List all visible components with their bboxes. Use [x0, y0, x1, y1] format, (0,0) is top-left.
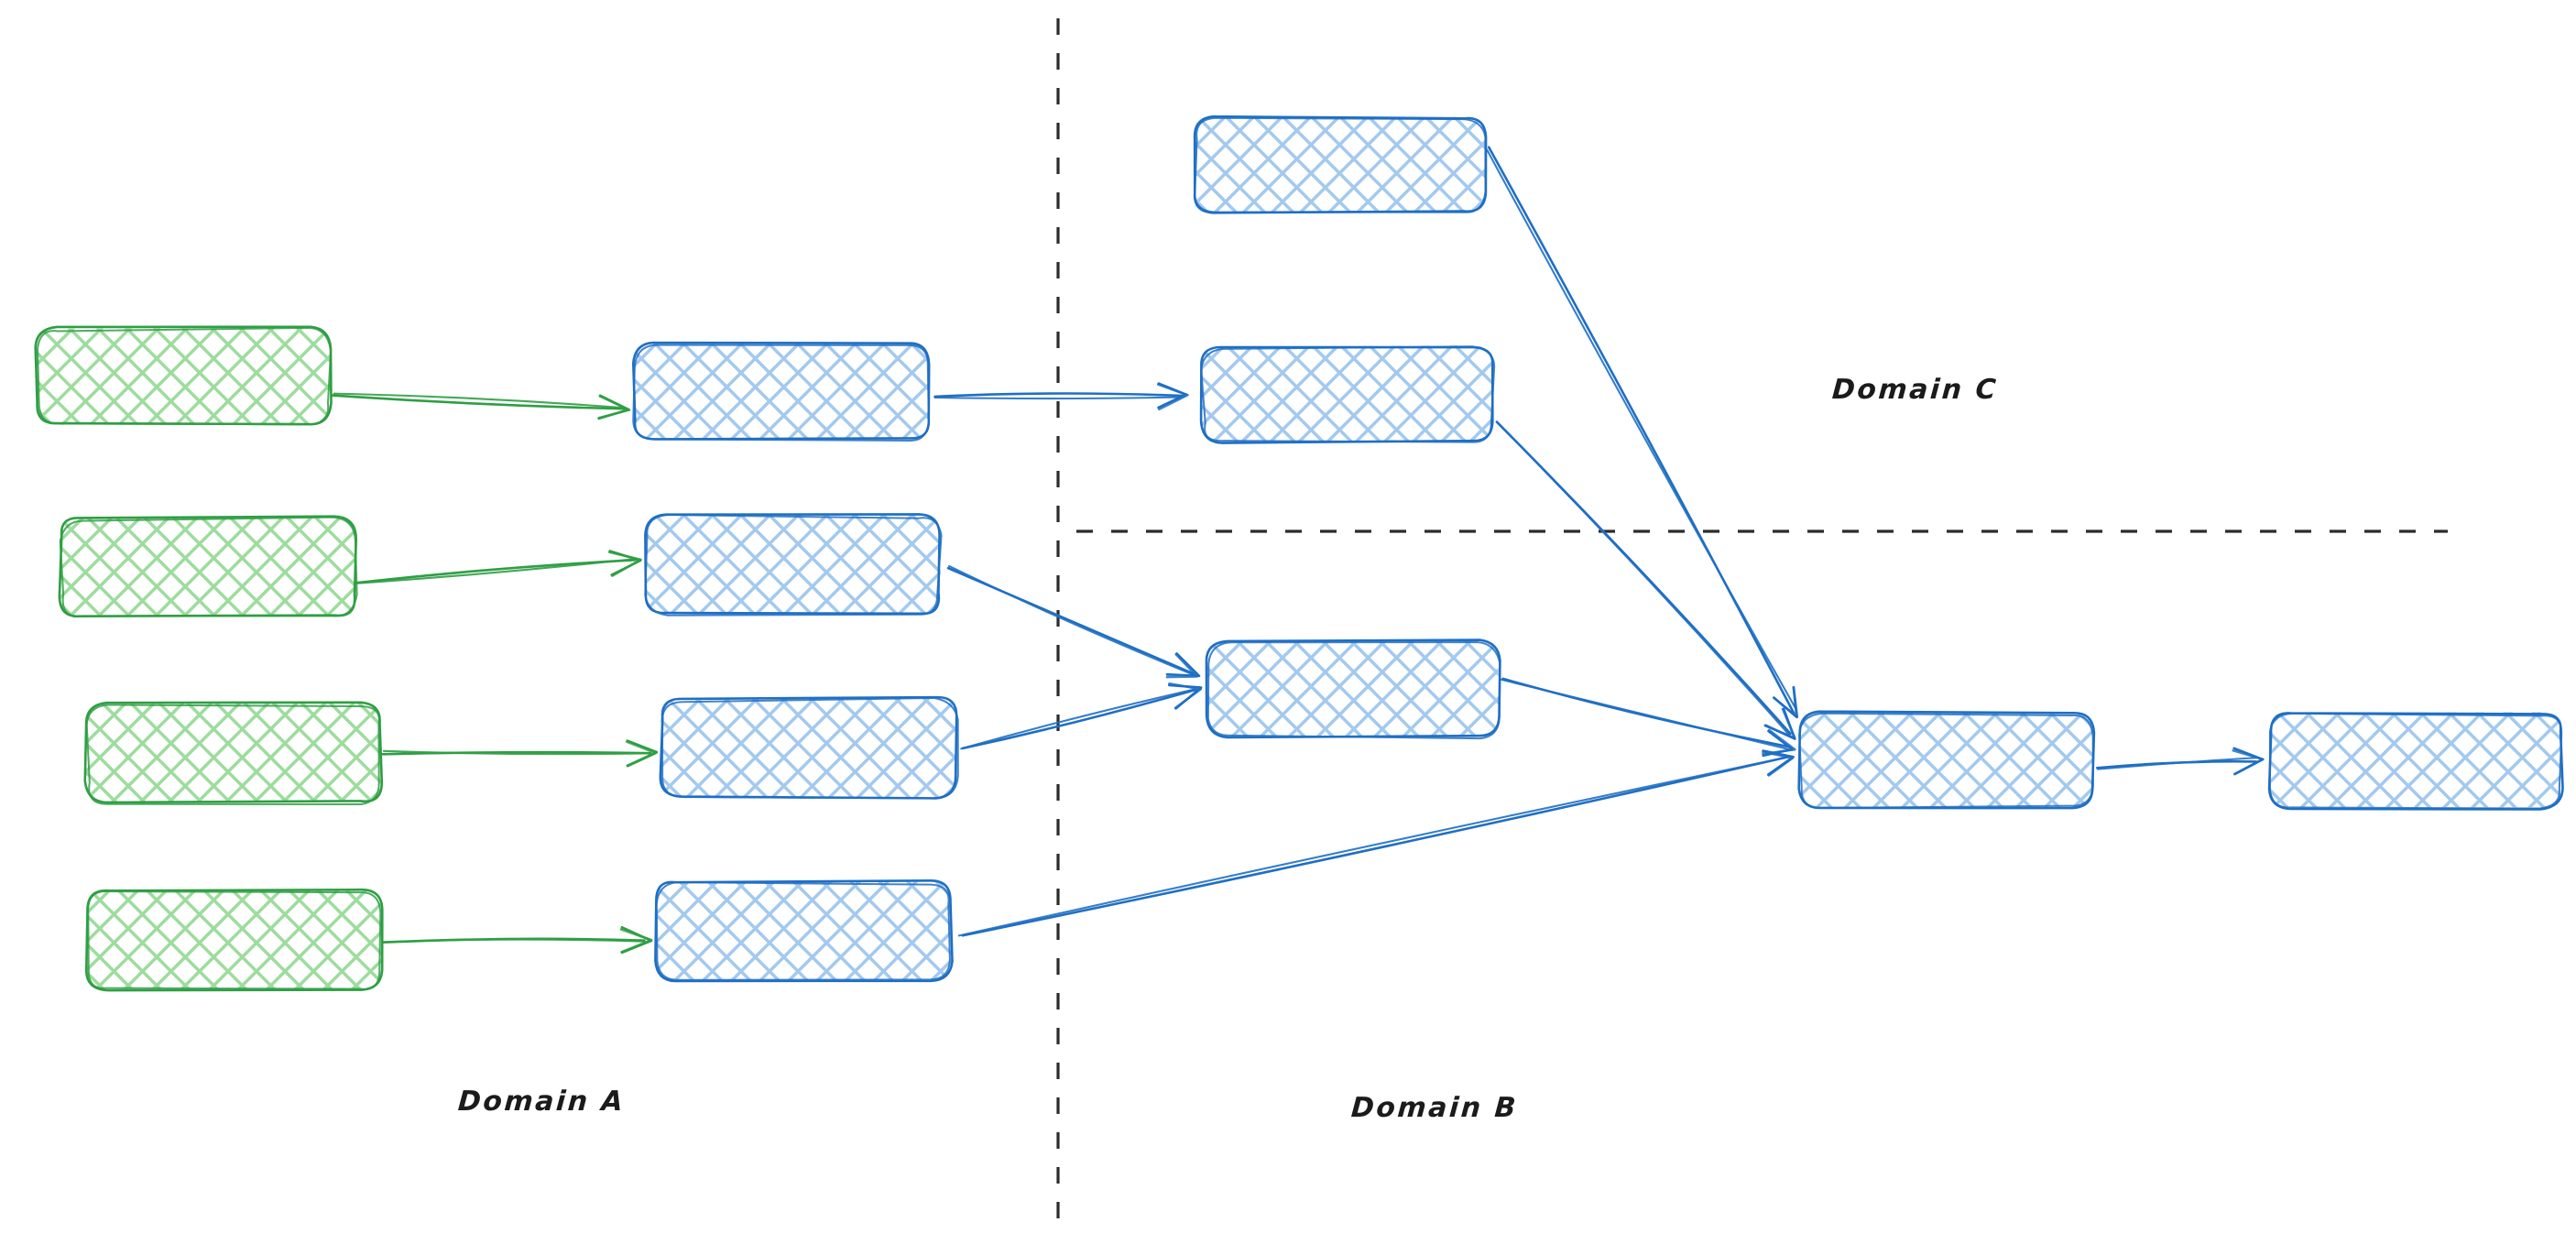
- edge-e-b4-d1: [957, 749, 1795, 937]
- edge-arrowhead: [619, 928, 653, 954]
- node-fill: [36, 327, 332, 425]
- edge-line-2: [355, 558, 636, 584]
- node-outline-1: [631, 341, 931, 441]
- edge-line-2: [1486, 148, 1798, 712]
- node-b1[interactable]: [631, 341, 931, 442]
- node-outline-2: [1798, 712, 2094, 809]
- edge-line-2: [957, 756, 1790, 937]
- node-a3[interactable]: [83, 701, 384, 806]
- edge-arrowhead: [1165, 652, 1198, 679]
- node-c3[interactable]: [1205, 638, 1501, 740]
- label-domain-b: Domain B: [1349, 1092, 1520, 1124]
- node-a4[interactable]: [84, 888, 384, 992]
- label-domain-c: Domain C: [1830, 374, 2000, 406]
- node-outline-2: [655, 881, 951, 981]
- node-b4[interactable]: [654, 879, 954, 983]
- edge-e-b3-c3: [960, 682, 1203, 750]
- edge-arrowhead: [1157, 383, 1189, 410]
- edge-e-c2-d1: [1495, 420, 1796, 740]
- edge-arrowhead: [607, 551, 642, 577]
- edge-arrowhead: [1773, 685, 1799, 719]
- node-fill: [85, 703, 383, 803]
- node-outline-2: [2268, 712, 2563, 810]
- edge-arrowhead: [2232, 748, 2265, 776]
- node-fill: [1798, 712, 2094, 809]
- node-fill: [1195, 116, 1485, 213]
- node-d1[interactable]: [1797, 710, 2096, 810]
- node-outline-2: [85, 704, 380, 806]
- edge-line: [961, 756, 1789, 937]
- node-a1[interactable]: [34, 325, 333, 426]
- node-outline-2: [1200, 345, 1496, 443]
- node-outline-2: [1194, 116, 1487, 213]
- edge-e-c3-d1: [1500, 677, 1796, 758]
- node-fill: [59, 518, 355, 617]
- node-fill: [634, 342, 931, 440]
- node-outline-2: [661, 696, 959, 800]
- edge-arrowhead: [625, 740, 658, 768]
- node-outline-2: [1206, 640, 1501, 740]
- edge-line: [1501, 677, 1791, 748]
- node-outline-1: [1193, 115, 1488, 214]
- node-outline-2: [644, 514, 943, 617]
- edge-line: [329, 394, 626, 410]
- node-c1[interactable]: [1193, 115, 1488, 214]
- node-fill: [644, 514, 942, 615]
- edge-arrowhead: [597, 395, 630, 420]
- node-b3[interactable]: [659, 695, 959, 800]
- node-b2[interactable]: [644, 513, 943, 617]
- edge-line-2: [947, 564, 1195, 676]
- edge-e-c1-d1: [1486, 146, 1799, 719]
- edge-line-2: [933, 396, 1182, 400]
- edge-arrowhead: [1168, 682, 1202, 710]
- node-fill: [660, 697, 957, 799]
- node-a2[interactable]: [58, 515, 358, 618]
- node-outline-2: [87, 890, 382, 990]
- edge-e-a4-b4: [381, 925, 653, 955]
- edge-e-a1-b1: [329, 392, 631, 420]
- edge-line-2: [2097, 757, 2259, 770]
- edge-line-2: [381, 938, 646, 944]
- node-outline-2: [37, 326, 333, 426]
- node-d2[interactable]: [2267, 712, 2564, 811]
- node-outline-2: [59, 516, 358, 617]
- edge-line-2: [382, 749, 651, 756]
- node-fill: [2269, 712, 2562, 808]
- edge-e-b1-c2: [933, 382, 1189, 410]
- edge-line: [1487, 146, 1796, 715]
- edge-line-2: [333, 392, 625, 409]
- edge-arrowhead: [1762, 728, 1796, 756]
- edge-line: [381, 750, 652, 756]
- node-outline-2: [632, 344, 930, 442]
- edge-line-2: [960, 688, 1195, 750]
- edge-line: [933, 392, 1184, 398]
- edge-line-2: [1500, 678, 1789, 750]
- edge-e-d1-d2: [2095, 747, 2265, 776]
- node-fill: [1206, 639, 1499, 737]
- node-c2[interactable]: [1199, 345, 1496, 444]
- node-fill: [1201, 345, 1494, 443]
- edge-arrowhead: [1763, 707, 1796, 739]
- edge-e-a2-b2: [355, 550, 642, 584]
- edge-arrowhead: [1165, 652, 1201, 678]
- node-outline-1: [654, 879, 954, 983]
- label-domain-a: Domain A: [456, 1086, 627, 1118]
- node-outline-1: [1205, 638, 1501, 739]
- edge-e-b2-c3: [946, 564, 1201, 679]
- node-fill: [86, 889, 382, 989]
- edge-line-2: [1497, 422, 1791, 737]
- edge-line: [961, 688, 1197, 750]
- edge-e-a3-b3: [381, 739, 659, 768]
- node-fill: [654, 879, 953, 981]
